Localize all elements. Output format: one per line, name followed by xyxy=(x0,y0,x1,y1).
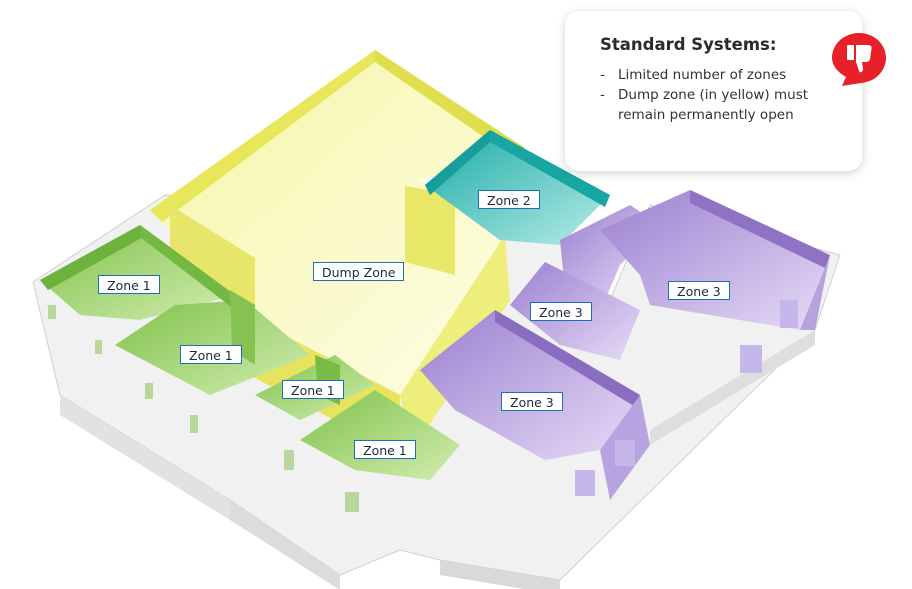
standard-systems-card: Standard Systems: - Limited number of zo… xyxy=(565,11,862,171)
zone-1-label: Zone 1 xyxy=(180,345,242,364)
list-item-text: Limited number of zones xyxy=(618,67,787,83)
window-details xyxy=(48,305,359,512)
zone-3-label: Zone 3 xyxy=(668,281,730,300)
dump-zone-label: Dump Zone xyxy=(313,262,405,281)
list-item: - Limited number of zones xyxy=(600,65,848,85)
zone-1-label: Zone 1 xyxy=(282,380,344,399)
zone-1-label: Zone 1 xyxy=(98,275,160,294)
card-title: Standard Systems: xyxy=(600,35,777,54)
thumbs-down-icon xyxy=(832,33,886,86)
zone-3-label: Zone 3 xyxy=(501,392,563,411)
zone-2-area xyxy=(425,130,610,245)
window-details-purple xyxy=(575,300,798,496)
list-item: - Dump zone (in yellow) must remain perm… xyxy=(600,85,848,125)
zone-3-label: Zone 3 xyxy=(530,302,592,321)
card-list: - Limited number of zones - Dump zone (i… xyxy=(600,65,862,125)
bullet-dash: - xyxy=(600,87,605,103)
zone-2-label: Zone 2 xyxy=(478,190,540,209)
zone-1-label: Zone 1 xyxy=(354,440,416,459)
bullet-dash: - xyxy=(600,67,605,83)
list-item-text: Dump zone (in yellow) must remain perman… xyxy=(618,87,809,123)
